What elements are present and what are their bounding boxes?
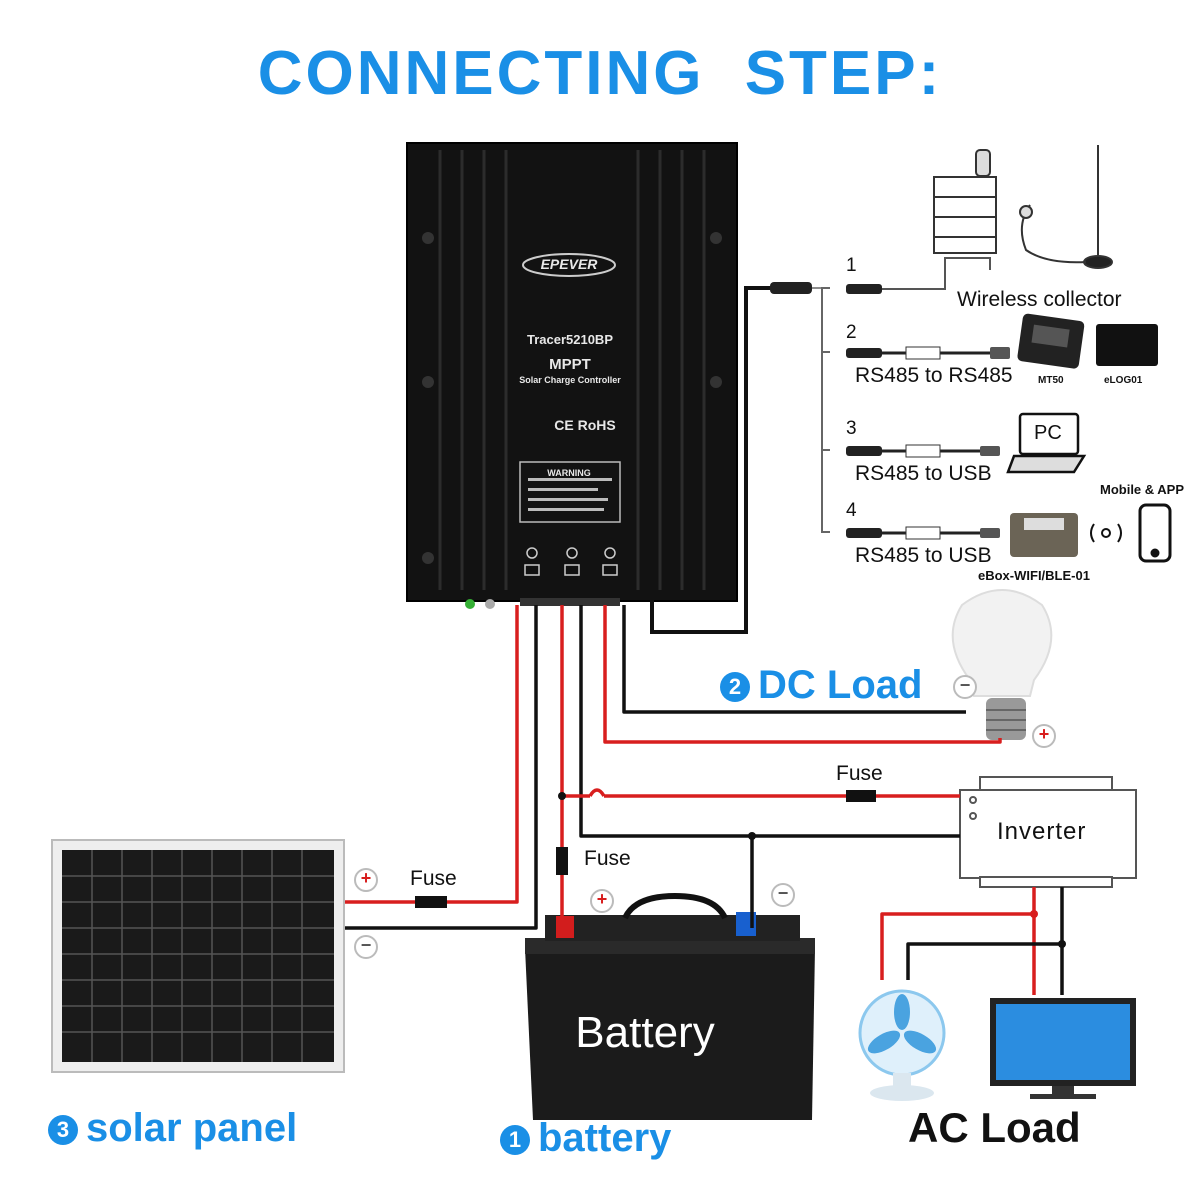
battery-plus-symbol: + <box>596 889 608 909</box>
solar-panel-number: 3 <box>48 1115 78 1146</box>
inverter-fuse <box>846 790 876 802</box>
option-label-4: RS485 to USB <box>855 544 992 567</box>
battery-caption-label: battery <box>538 1116 672 1160</box>
option-label-3: RS485 to USB <box>855 462 992 485</box>
inverter-label: Inverter <box>997 818 1087 845</box>
bulb-plus-symbol: + <box>1038 724 1050 744</box>
solar-fuse-label: Fuse <box>410 867 457 890</box>
wireless-collector-device <box>933 145 1113 269</box>
option-number-2: 2 <box>846 322 857 343</box>
option-label-2: RS485 to RS485 <box>855 364 1013 387</box>
option-number-4: 4 <box>846 500 857 521</box>
light-bulb <box>951 589 1053 740</box>
elog-label: eLOG01 <box>1104 375 1143 386</box>
option-number-1: 1 <box>846 255 857 276</box>
inverter-box <box>959 776 1137 888</box>
solar-fuse <box>415 896 447 908</box>
mobile-phone <box>1138 503 1172 563</box>
pc-label: PC <box>1034 422 1062 444</box>
dc-load-label: DC Load <box>758 663 923 707</box>
comm-cable-4 <box>846 526 1000 540</box>
battery-minus-symbol: − <box>777 883 789 903</box>
mt50-label: MT50 <box>1038 375 1064 386</box>
battery-label: Battery <box>575 1008 715 1057</box>
mt50-device <box>1017 313 1085 369</box>
solar-panel-caption: 3 solar panel <box>48 1106 297 1151</box>
charge-controller <box>406 142 738 609</box>
option-label-1: Wireless collector <box>957 288 1122 311</box>
ac-monitor <box>990 998 1136 1099</box>
solar-panel-label: solar panel <box>86 1106 298 1150</box>
controller-warning: WARNING <box>547 468 591 478</box>
comm-cable-3 <box>846 444 1000 458</box>
wireless-signal-icon <box>1090 523 1122 543</box>
solar-plus-symbol: + <box>360 868 372 888</box>
elog01-device <box>1096 324 1158 366</box>
ebox-device <box>1010 513 1078 557</box>
option-number-3: 3 <box>846 418 857 439</box>
battery-caption: 1 battery <box>500 1116 671 1161</box>
solar-panel <box>51 839 345 1073</box>
dc-load-number: 2 <box>720 672 750 703</box>
inverter-fuse-label: Fuse <box>836 762 883 785</box>
dc-load-caption: 2 DC Load <box>720 663 922 708</box>
mobile-label: Mobile & APP <box>1100 482 1185 497</box>
battery-fuse-label: Fuse <box>584 847 631 870</box>
ac-fan <box>858 989 946 1101</box>
controller-subtitle: Solar Charge Controller <box>519 375 621 385</box>
controller-brand: EPEVER <box>540 256 598 272</box>
page-title: CONNECTING STEP: <box>257 39 943 108</box>
battery-number: 1 <box>500 1125 530 1156</box>
battery <box>525 892 815 1120</box>
pc-laptop <box>1006 412 1087 474</box>
controller-type: MPPT <box>549 356 591 373</box>
ac-load-label: AC Load <box>908 1104 1081 1151</box>
comm-cable-1 <box>846 257 991 294</box>
ebox-label: eBox-WIFI/BLE-01 <box>978 568 1090 583</box>
controller-certs: CE RoHS <box>554 417 616 433</box>
bulb-minus-symbol: − <box>959 675 971 695</box>
controller-model: Tracer5210BP <box>526 332 613 347</box>
battery-fuse <box>556 847 568 875</box>
comm-cable-2 <box>846 346 1010 360</box>
solar-minus-symbol: − <box>360 935 372 955</box>
